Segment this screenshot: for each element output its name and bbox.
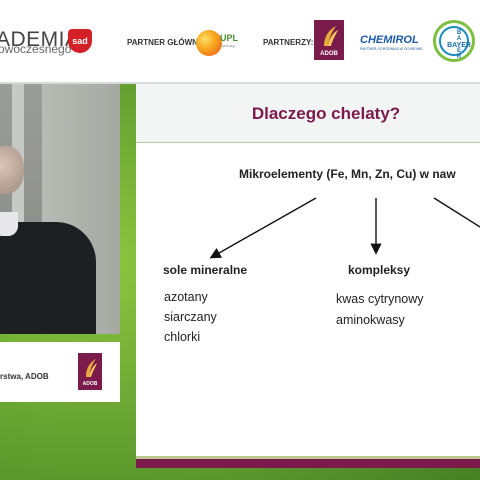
- nameplate-adob-logo-icon: ADOB: [78, 353, 102, 390]
- group-heading-sole: sole mineralne: [163, 263, 248, 277]
- nameplate-leaf-icon: [86, 359, 97, 377]
- list-item: aminokwasy: [336, 313, 405, 327]
- group-heading-kompleksy: kompleksy: [348, 263, 411, 277]
- adob-leaf-icon: [324, 26, 338, 46]
- slide-title-separator: [136, 142, 480, 143]
- list-item: siarczany: [164, 310, 217, 324]
- sad-badge-icon: sad: [68, 29, 92, 53]
- list-item: kwas cytrynowy: [336, 292, 424, 306]
- bayer-v-letter: A: [456, 36, 462, 42]
- speaker-head: [0, 146, 24, 194]
- speaker-collar: [0, 212, 18, 236]
- upl-tagline: OpenAg: [220, 43, 235, 48]
- slide-title-band: Dlaczego chelaty?: [136, 84, 480, 142]
- adob-logo-icon: ADOB: [314, 20, 344, 60]
- list-item: chlorki: [164, 330, 201, 344]
- nameplate-logo-text: ADOB: [82, 381, 98, 387]
- main-partner-label: PARTNER GŁÓWNY:: [127, 38, 206, 47]
- speaker-title: rstwa, ADOB: [0, 372, 49, 381]
- speaker-body: [0, 222, 96, 334]
- speaker-nameplate: rstwa, ADOB ADOB: [0, 342, 120, 402]
- speaker-video: [0, 84, 120, 334]
- bayer-v-letter: B: [456, 30, 462, 36]
- arrow-to-chelaty: [433, 197, 480, 228]
- bayer-horizontal-text: BAYER: [447, 42, 471, 49]
- header-divider: [0, 82, 480, 84]
- list-item: azotany: [164, 290, 208, 304]
- diagram-arrows: [209, 197, 480, 259]
- slide-bottom-bar: [136, 459, 480, 468]
- presentation-slide: Dlaczego chelaty? Mikroelementy (Fe, Mn,…: [136, 84, 480, 468]
- upl-logo-icon: [196, 30, 222, 56]
- bayer-v-letter: R: [456, 54, 462, 60]
- partners-label: PARTNERZY:: [263, 38, 314, 47]
- slide-title: Dlaczego chelaty?: [251, 104, 401, 123]
- bayer-logo-icon: BAYER B A Y E R: [433, 20, 475, 62]
- chemirol-tagline: PARTNER OGRODNIKA W OCHRONIE: [360, 47, 423, 51]
- bayer-cross: BAYER B A Y E R: [439, 26, 471, 60]
- arrow-to-sole: [209, 197, 317, 259]
- bayer-vertical-text: B A Y E R: [456, 30, 462, 60]
- sponsor-header: ADEMIA owoczesnego sad PARTNER GŁÓWNY: U…: [0, 0, 480, 82]
- slide-bottom-accent-line: [136, 456, 480, 459]
- adob-logo-text: ADOB: [320, 51, 338, 57]
- akademia-logo-line2: owoczesnego: [0, 42, 72, 56]
- bayer-v-letter: E: [456, 48, 461, 54]
- upl-logo-text: UPL: [220, 33, 238, 43]
- slide-root-text: Mikroelementy (Fe, Mn, Zn, Cu) w naw: [239, 167, 456, 181]
- akademia-logo-line1: ADEMIA: [0, 28, 80, 51]
- chemirol-logo: CHEMIROL: [360, 34, 419, 46]
